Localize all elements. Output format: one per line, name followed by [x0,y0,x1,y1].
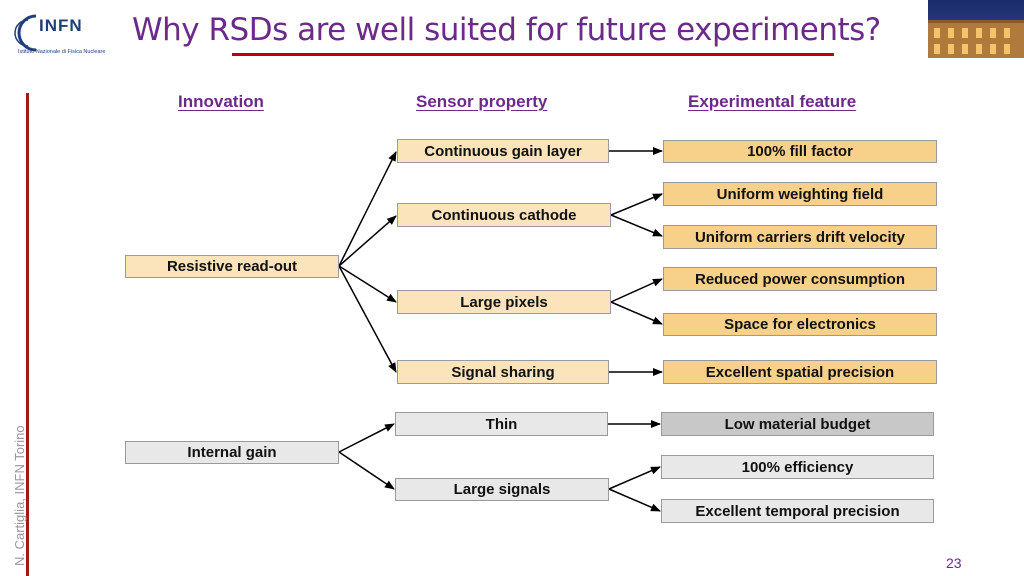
box-signal-sharing: Signal sharing [397,360,609,384]
box-fill-factor: 100% fill factor [663,140,937,163]
arrow-signals-to-temporal [608,488,661,512]
box-uniform-carriers-drift: Uniform carriers drift velocity [663,225,937,249]
arrow-internal-to-thin [338,423,395,453]
arrow-resistive-to-cathode [338,215,397,267]
column-header-sensor-property: Sensor property [416,92,548,111]
arrow-cathode-to-drift [610,214,663,237]
box-thin: Thin [395,412,608,436]
box-large-signals: Large signals [395,478,609,501]
box-resistive-read-out: Resistive read-out [125,255,339,278]
arrow-signals-to-efficiency [608,466,661,490]
logo-text: INFN [39,16,83,35]
column-header-innovation: Innovation [178,92,264,111]
slide-title: Why RSDs are well suited for future expe… [132,12,881,48]
box-large-pixels: Large pixels [397,290,611,314]
box-space-for-electronics: Space for electronics [663,313,937,336]
building-photo-icon [928,0,1024,58]
arrow-resistive-to-pixels [338,265,397,303]
logo-subtitle: Istituto Nazionale di Fisica Nucleare [18,49,106,55]
box-temporal-precision: Excellent temporal precision [661,499,934,523]
page-number: 23 [946,555,962,571]
arrow-resistive-to-sharing [338,265,397,373]
arrow-internal-to-large-signals [338,451,395,490]
box-material-budget: Low material budget [661,412,934,436]
box-continuous-cathode: Continuous cathode [397,203,611,227]
arrow-pixels-to-power [610,278,663,303]
column-header-experimental-feature: Experimental feature [688,92,857,111]
arrow-pixels-to-space [610,301,663,325]
box-uniform-weighting-field: Uniform weighting field [663,182,937,206]
box-reduced-power: Reduced power consumption [663,267,937,291]
arrow-cathode-to-weighting [610,193,663,216]
box-spatial-precision: Excellent spatial precision [663,360,937,384]
infn-logo-icon [14,14,37,52]
title-underline [232,53,834,56]
box-continuous-gain-layer: Continuous gain layer [397,139,609,163]
box-efficiency: 100% efficiency [661,455,934,479]
left-accent-bar [26,93,29,576]
arrow-resistive-to-gain-layer [338,151,397,267]
box-internal-gain: Internal gain [125,441,339,464]
